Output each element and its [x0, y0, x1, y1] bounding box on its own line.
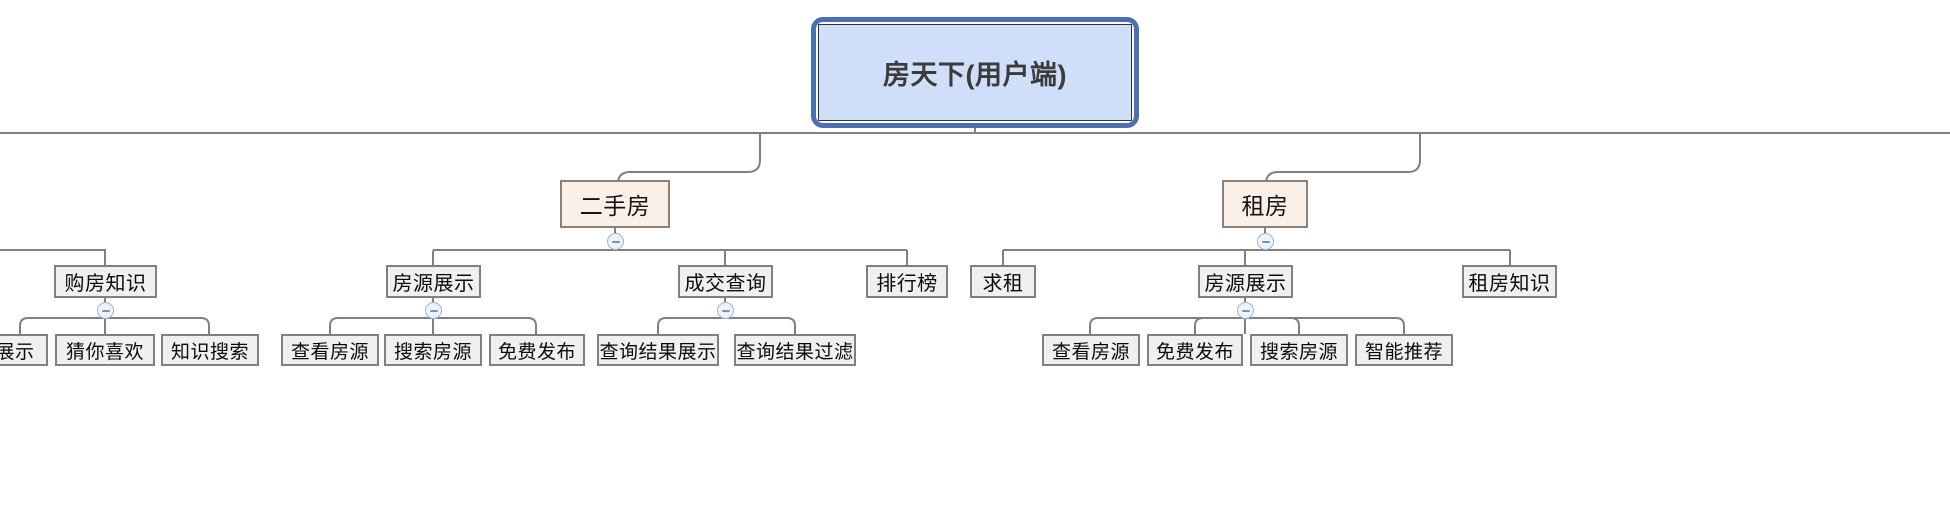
leaf-zufang-zhinengtuijian[interactable]: 智能推荐 — [1355, 334, 1453, 366]
node-chengjiaochaxun[interactable]: 成交查询 — [678, 265, 773, 298]
minus-icon — [721, 309, 730, 312]
collapse-toggle-chengjiaochaxun[interactable] — [717, 302, 734, 319]
branch-node-ershoufang[interactable]: 二手房 — [560, 180, 670, 228]
leaf-chaxunjieguozhanshi[interactable]: 查询结果展示 — [597, 334, 719, 366]
leaf-zhanshi[interactable]: 展示 — [0, 334, 48, 366]
minus-icon — [1241, 309, 1250, 312]
collapse-toggle-zufang[interactable] — [1257, 233, 1274, 250]
leaf-zufang-chakanfangyuan[interactable]: 查看房源 — [1042, 334, 1140, 366]
collapse-toggle-goufangzhishi[interactable] — [97, 302, 114, 319]
leaf-zufang-mianfeifabu[interactable]: 免费发布 — [1147, 334, 1243, 366]
node-ershoufang-fangyuanzhanshi[interactable]: 房源展示 — [386, 265, 481, 298]
collapse-toggle-ershoufang-fangyuanzhanshi[interactable] — [425, 302, 442, 319]
leaf-chaxunjieguoguolv[interactable]: 查询结果过滤 — [734, 334, 856, 366]
leaf-ershoufang-mianfeifabu[interactable]: 免费发布 — [489, 334, 585, 366]
node-paihangbang[interactable]: 排行榜 — [866, 265, 948, 298]
leaf-cainixihuan[interactable]: 猜你喜欢 — [55, 334, 155, 366]
minus-icon — [1261, 240, 1270, 243]
node-goufangzhishi[interactable]: 购房知识 — [54, 265, 157, 298]
collapse-toggle-ershoufang[interactable] — [607, 233, 624, 250]
leaf-zufang-sousuofangyuan[interactable]: 搜索房源 — [1250, 334, 1348, 366]
branch-node-zufang[interactable]: 租房 — [1222, 180, 1308, 228]
minus-icon — [429, 309, 438, 312]
collapse-toggle-zufang-fangyuanzhanshi[interactable] — [1237, 302, 1254, 319]
node-qiuzu[interactable]: 求租 — [970, 265, 1036, 298]
node-zufang-fangyuanzhanshi[interactable]: 房源展示 — [1198, 265, 1293, 298]
minus-icon — [101, 309, 110, 312]
leaf-ershoufang-chakanfangyuan[interactable]: 查看房源 — [281, 334, 379, 366]
leaf-zhishisousuo[interactable]: 知识搜索 — [161, 334, 259, 366]
leaf-ershoufang-sousuofangyuan[interactable]: 搜索房源 — [384, 334, 482, 366]
minus-icon — [611, 240, 620, 243]
root-node[interactable]: 房天下(用户端) — [818, 24, 1132, 121]
node-zufangzhishi[interactable]: 租房知识 — [1462, 265, 1557, 298]
